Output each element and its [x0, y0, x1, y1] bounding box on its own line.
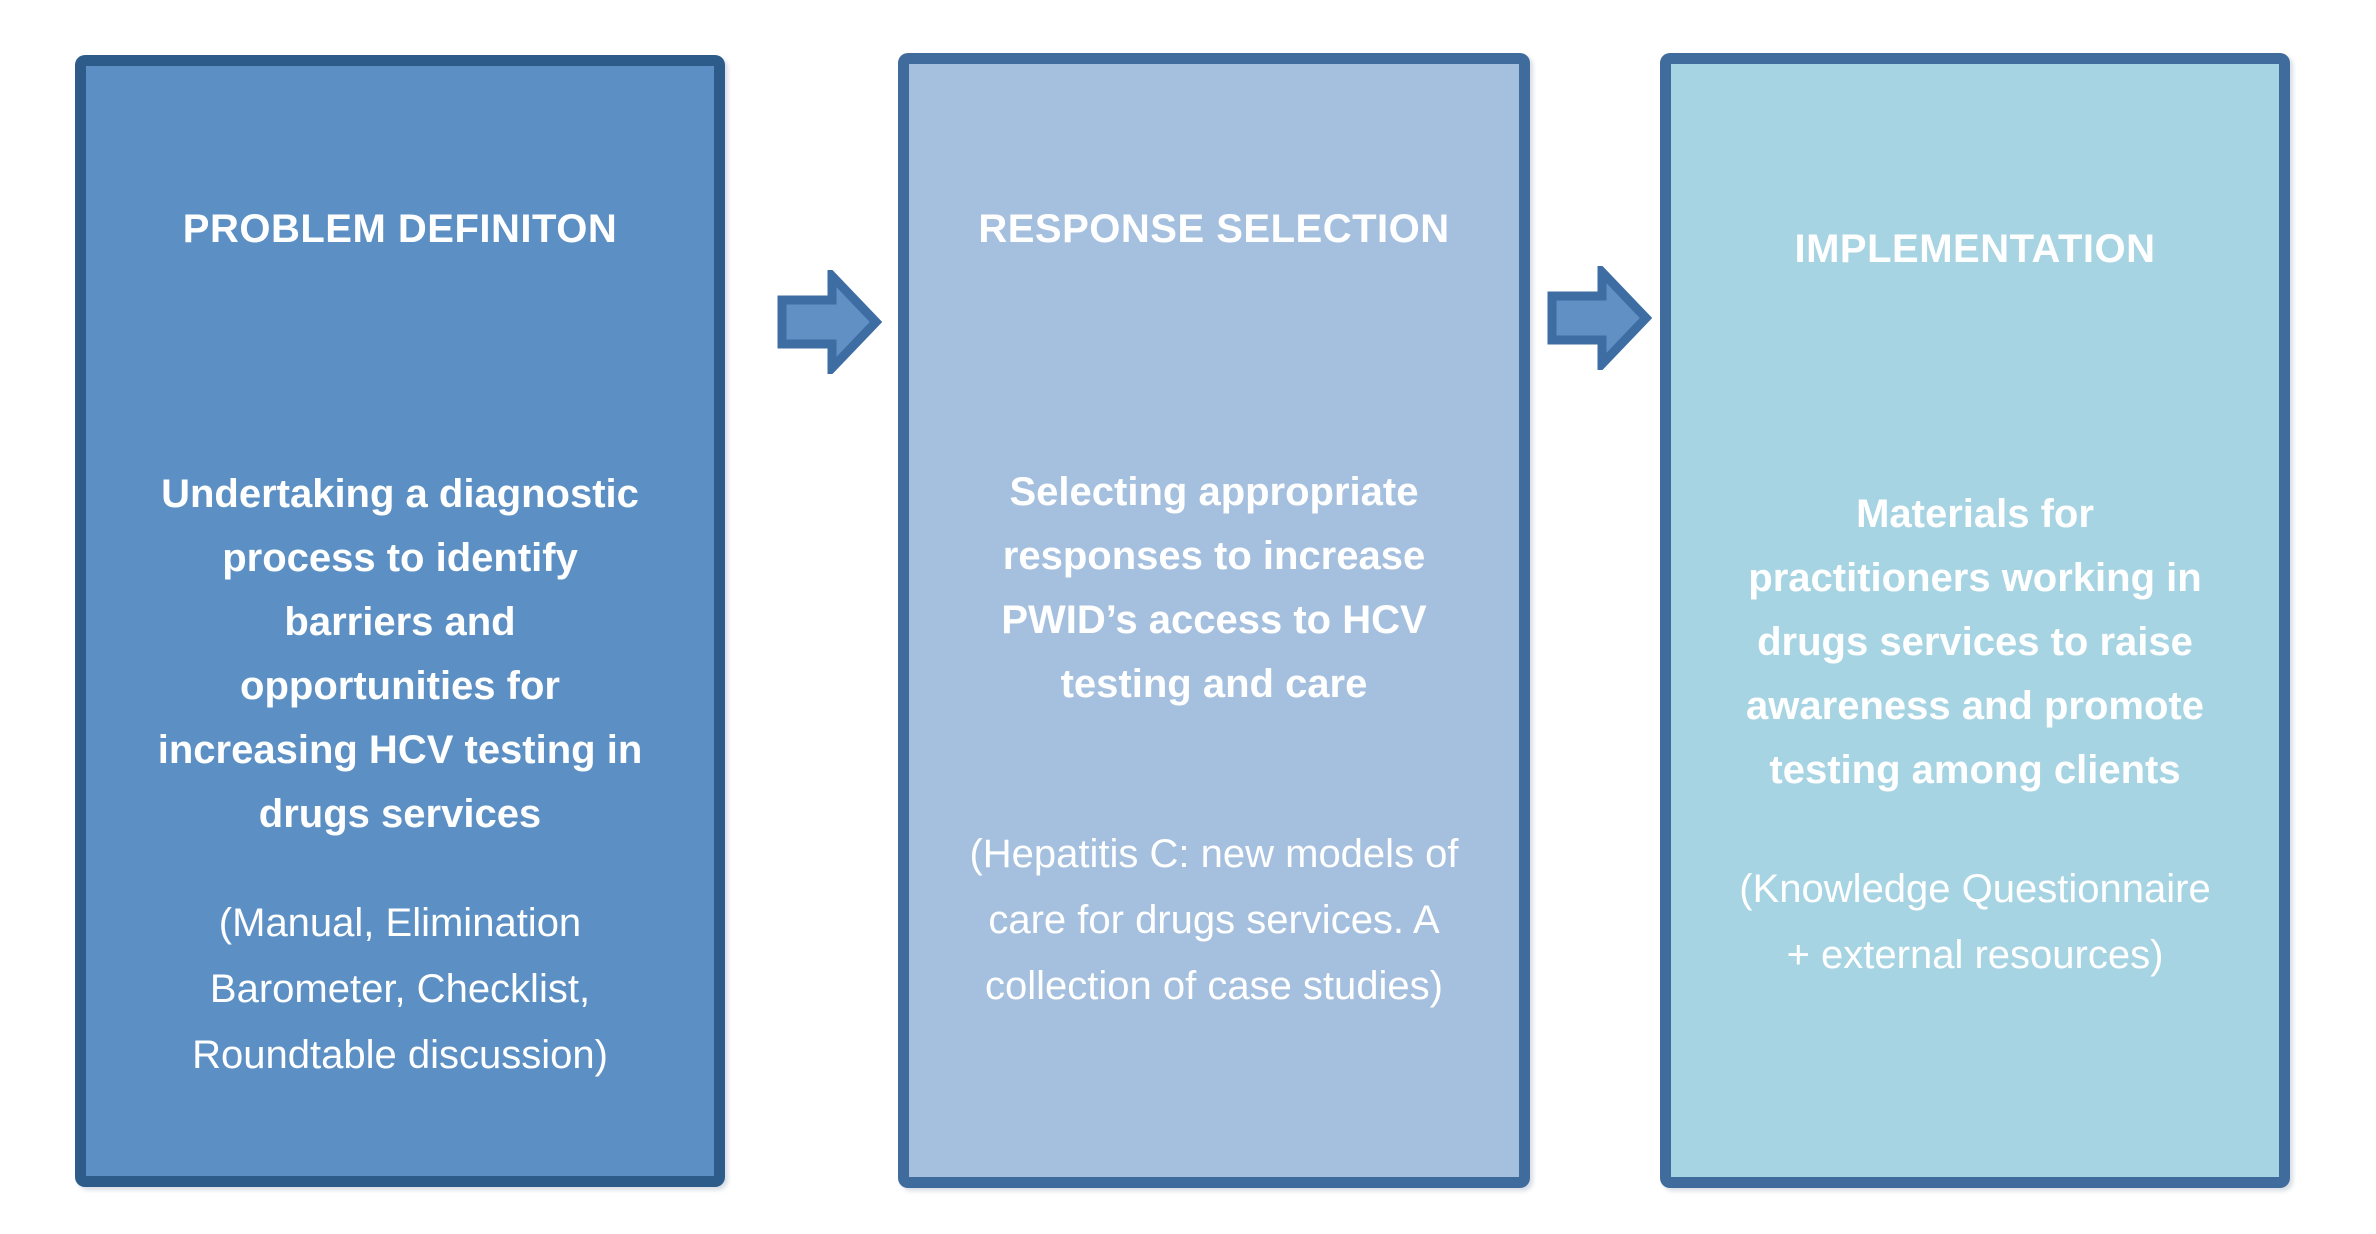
arrow-shape	[1547, 266, 1652, 370]
stage-title-implementation: IMPLEMENTATION	[1794, 227, 2156, 271]
stage-tools-implementation: (Knowledge Questionnaire + external reso…	[1739, 867, 2211, 977]
stage-tools-response-selection: (Hepatitis C: new models of care for dru…	[969, 832, 1459, 1008]
stage-box-problem-definition: PROBLEM DEFINITON Undertaking a diagnost…	[75, 55, 725, 1187]
stage-body-response-selection: Selecting appropriate responses to incre…	[1001, 470, 1427, 706]
stage-box-implementation: IMPLEMENTATION Materials for practitione…	[1660, 53, 2290, 1188]
stage-title-problem-definition: PROBLEM DEFINITON	[182, 207, 618, 251]
stage-body-implementation: Materials for practitioners working in d…	[1746, 492, 2204, 792]
flow-arrow-icon-2	[1546, 266, 1652, 370]
arrow-shape	[777, 270, 882, 374]
stage-title-response-selection: RESPONSE SELECTION	[978, 207, 1450, 251]
stage-tools-problem-definition: (Manual, Elimination Barometer, Checklis…	[192, 901, 608, 1077]
stage-body-problem-definition: Undertaking a diagnostic process to iden…	[157, 472, 643, 836]
stage-box-response-selection: RESPONSE SELECTION Selecting appropriate…	[898, 53, 1530, 1188]
flow-arrow-icon-1	[776, 270, 882, 374]
